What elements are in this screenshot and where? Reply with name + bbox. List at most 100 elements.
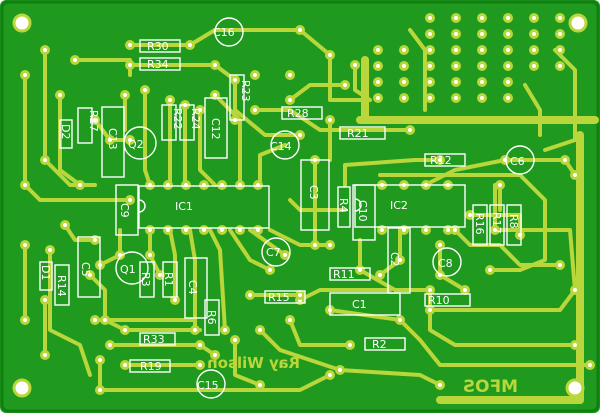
r28-label: R28 xyxy=(287,107,309,120)
drill-hole xyxy=(532,16,536,20)
drill-hole xyxy=(480,32,484,36)
drill-hole xyxy=(558,48,562,52)
drill-hole xyxy=(428,96,432,100)
drill-hole xyxy=(148,228,152,232)
drill-hole xyxy=(532,48,536,52)
r16-label: R16 xyxy=(473,213,486,235)
drill-hole xyxy=(166,228,170,232)
drill-hole xyxy=(43,48,47,52)
drill-hole xyxy=(428,32,432,36)
ic2-outline xyxy=(354,184,466,228)
drill-hole xyxy=(193,328,197,332)
c4-label: C4 xyxy=(186,280,199,295)
mounting-holes xyxy=(12,13,588,398)
drill-hole xyxy=(428,308,432,312)
silkscreen-outlines xyxy=(39,17,535,399)
drill-hole xyxy=(558,64,562,68)
drill-hole xyxy=(198,343,202,347)
drill-hole xyxy=(328,243,332,247)
drill-hole xyxy=(88,273,92,277)
drill-hole xyxy=(424,228,428,232)
drill-hole xyxy=(23,73,27,77)
drill-hole xyxy=(428,64,432,68)
r12-label: R12 xyxy=(430,154,452,167)
drill-hole xyxy=(173,298,177,302)
drill-hole xyxy=(93,118,97,122)
drill-hole xyxy=(108,343,112,347)
drill-hole xyxy=(506,16,510,20)
drill-hole xyxy=(353,63,357,67)
r1-label: R1 xyxy=(162,272,175,287)
drill-hole xyxy=(488,268,492,272)
drill-hole xyxy=(328,118,332,122)
drill-hole xyxy=(480,64,484,68)
ic1-outline xyxy=(138,185,270,229)
q1-label: Q1 xyxy=(120,263,136,276)
drill-hole xyxy=(128,43,132,47)
drill-hole xyxy=(376,80,380,84)
r4-label: R4 xyxy=(337,198,350,213)
drill-hole xyxy=(213,63,217,67)
drill-hole xyxy=(268,268,272,272)
drill-hole xyxy=(558,16,562,20)
drill-hole xyxy=(283,253,287,257)
drill-hole xyxy=(298,28,302,32)
drill-hole xyxy=(313,243,317,247)
drill-hole xyxy=(253,108,257,112)
c5-label: C5 xyxy=(79,262,92,277)
c13-label: C13 xyxy=(106,128,119,150)
drill-hole xyxy=(223,328,227,332)
drill-hole xyxy=(506,32,510,36)
drill-hole xyxy=(23,243,27,247)
drill-hole xyxy=(78,183,82,187)
drill-hole xyxy=(402,96,406,100)
c15-label: C15 xyxy=(197,379,219,392)
r2-label: R2 xyxy=(372,338,387,351)
drill-hole xyxy=(123,363,127,367)
drill-hole xyxy=(506,80,510,84)
r21-label: R21 xyxy=(347,127,369,140)
drill-hole xyxy=(43,158,47,162)
drill-hole xyxy=(376,96,380,100)
drill-hole xyxy=(376,64,380,68)
r30-label: R30 xyxy=(147,40,169,53)
drill-hole xyxy=(328,53,332,57)
r33-label: R33 xyxy=(143,333,165,346)
drill-hole xyxy=(63,223,67,227)
drill-hole xyxy=(498,183,502,187)
drill-hole xyxy=(480,96,484,100)
drill-hole xyxy=(198,363,202,367)
c10-label: C10 xyxy=(356,200,369,222)
board-title: MFOS xyxy=(463,377,518,397)
drill-hole xyxy=(73,58,77,62)
drill-hole xyxy=(493,228,497,232)
drill-hole xyxy=(43,353,47,357)
c12-label: C12 xyxy=(209,118,222,140)
c1-label: C1 xyxy=(352,298,367,311)
drill-hole xyxy=(480,48,484,52)
drill-hole xyxy=(128,138,132,142)
r34-label: R34 xyxy=(147,58,169,71)
drill-hole xyxy=(233,338,237,342)
drill-hole xyxy=(402,48,406,52)
r22-label: R22 xyxy=(171,108,184,130)
drill-hole xyxy=(328,373,332,377)
drill-hole xyxy=(573,173,577,177)
drill-hole xyxy=(198,108,202,112)
drill-hole xyxy=(506,48,510,52)
drill-hole xyxy=(298,293,302,297)
drill-hole xyxy=(402,64,406,68)
drill-hole xyxy=(128,198,132,202)
drill-hole xyxy=(463,288,467,292)
drill-hole xyxy=(238,228,242,232)
drill-hole xyxy=(288,98,292,102)
drill-hole xyxy=(454,80,458,84)
drill-hole xyxy=(108,138,112,142)
r15-label: R15 xyxy=(268,291,290,304)
r14-label: R14 xyxy=(55,275,68,297)
drill-hole xyxy=(233,78,237,82)
ic2-label: IC2 xyxy=(390,199,408,212)
drill-hole xyxy=(23,183,27,187)
drill-hole xyxy=(258,383,262,387)
